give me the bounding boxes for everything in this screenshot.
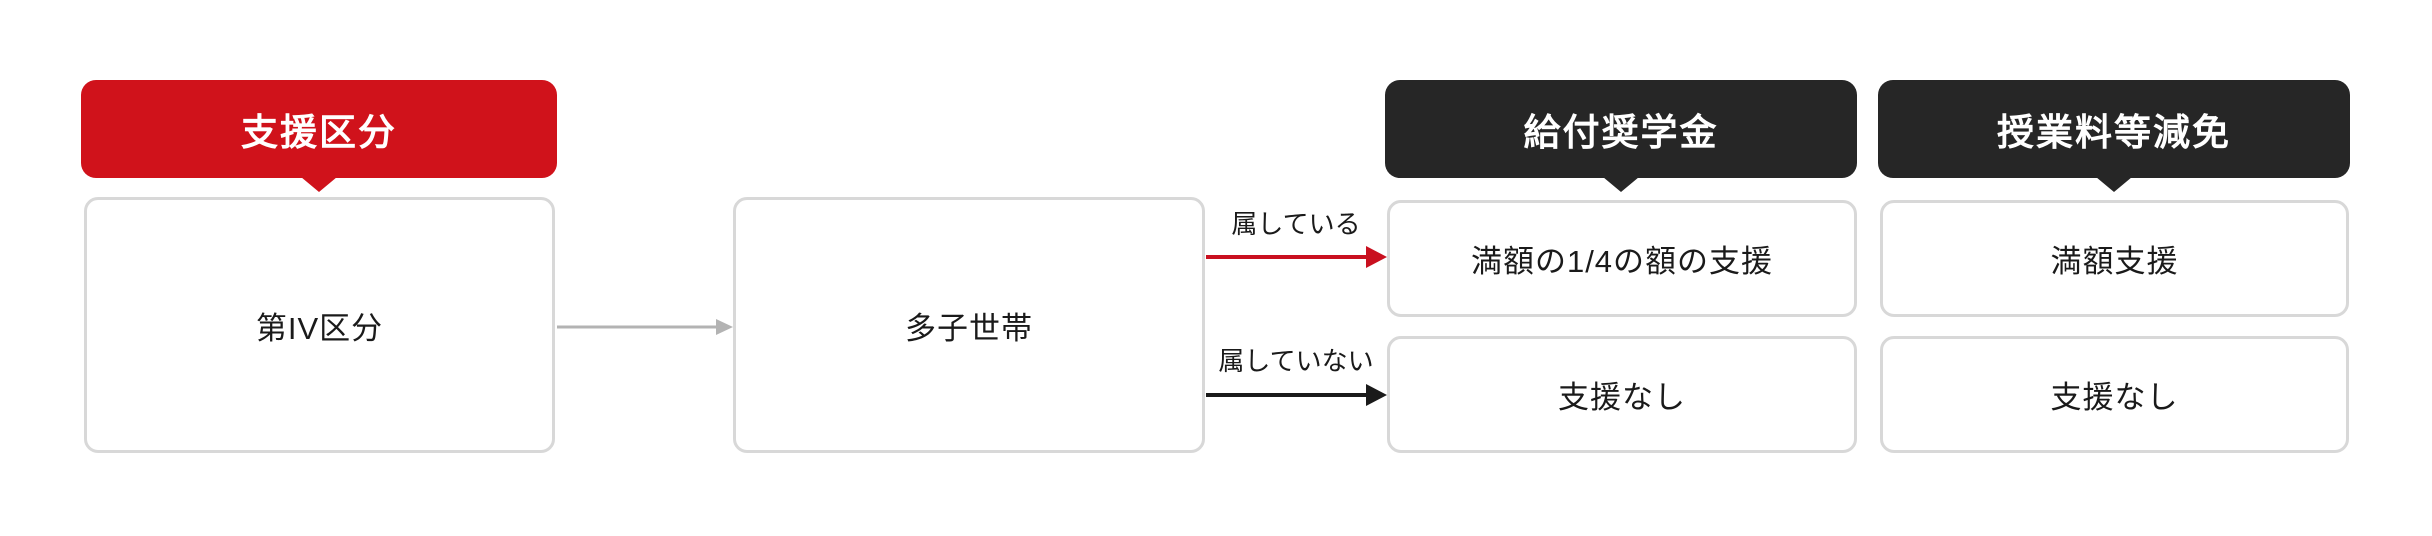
tuition-outcome-not-belongs-node: 支援なし	[1880, 336, 2349, 453]
arrow-head-icon	[1366, 384, 1387, 406]
grant-outcome-not-belongs-node: 支援なし	[1387, 336, 1857, 453]
grant-outcome-belongs-node: 満額の1/4の額の支援	[1387, 200, 1857, 317]
tuition-outcome-belongs-label: 満額支援	[2050, 244, 2179, 279]
category-iv-node: 第IV区分	[84, 197, 555, 453]
arrow-not-belongs	[1206, 383, 1387, 407]
arrow-belongs	[1206, 245, 1387, 269]
grant-scholarship-header: 給付奨学金	[1385, 80, 1857, 178]
multi-child-household-node-label: 多子世帯	[905, 310, 1033, 346]
support-category-header-label: 支援区分	[241, 112, 397, 153]
arrow-line	[1206, 255, 1369, 259]
tuition-outcome-not-belongs-label: 支援なし	[2050, 380, 2179, 415]
tuition-outcome-belongs-node: 満額支援	[1880, 200, 2349, 317]
category-iv-node-label: 第IV区分	[255, 310, 384, 346]
arrow-line	[1206, 393, 1369, 397]
multi-child-household-node: 多子世帯	[733, 197, 1205, 453]
support-category-header: 支援区分	[81, 80, 557, 178]
arrow-category-to-household	[557, 315, 733, 339]
branch-belongs-label: 属している	[1231, 209, 1361, 239]
arrow-line	[557, 325, 717, 329]
tuition-reduction-header-label: 授業料等減免	[1997, 112, 2231, 153]
arrow-head-icon	[1366, 246, 1387, 268]
arrow-head-icon	[716, 319, 733, 335]
branch-not-belongs-label: 属していない	[1218, 346, 1374, 376]
grant-outcome-not-belongs-label: 支援なし	[1558, 380, 1686, 415]
grant-scholarship-header-label: 給付奨学金	[1523, 112, 1719, 153]
tuition-reduction-header: 授業料等減免	[1878, 80, 2350, 178]
grant-outcome-belongs-label: 満額の1/4の額の支援	[1470, 244, 1774, 279]
